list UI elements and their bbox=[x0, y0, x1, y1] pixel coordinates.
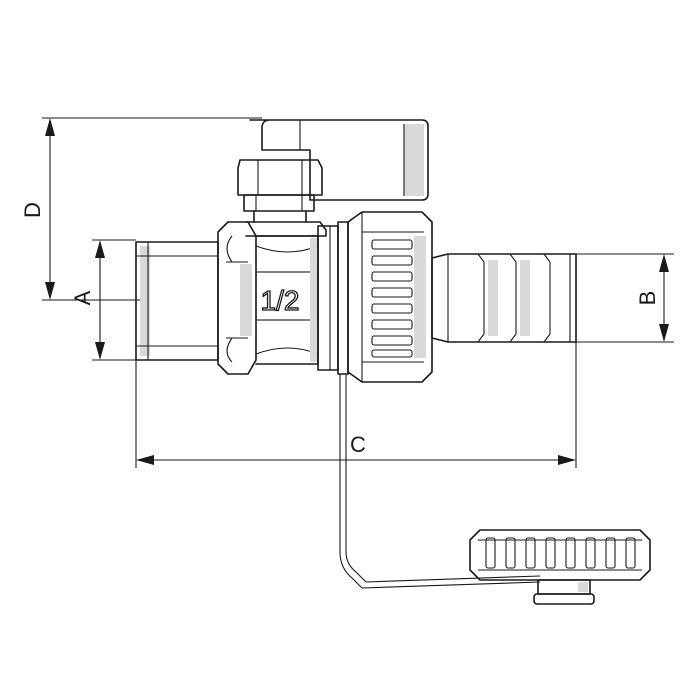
dimension-d-label: D bbox=[20, 202, 45, 218]
dimension-a-label: A bbox=[70, 290, 95, 305]
dimension-c bbox=[135, 342, 577, 468]
union-flange bbox=[317, 221, 349, 375]
valve-stem bbox=[245, 210, 327, 237]
retaining-wire bbox=[339, 374, 541, 589]
hex-nut bbox=[217, 221, 257, 375]
dimension-b-label: B bbox=[635, 291, 660, 306]
butterfly-handle bbox=[237, 119, 429, 212]
dimension-a bbox=[92, 239, 136, 361]
size-marking: 1/2 bbox=[261, 285, 300, 316]
cap-knurls bbox=[485, 537, 636, 569]
dimension-b bbox=[576, 253, 674, 343]
union-cap bbox=[469, 529, 651, 605]
knurled-union-nut bbox=[347, 211, 433, 383]
knurl-ridges bbox=[371, 239, 413, 358]
male-thread-end bbox=[135, 241, 219, 361]
dimension-d bbox=[42, 117, 262, 301]
hose-barb bbox=[431, 253, 577, 343]
dimension-c-label: C bbox=[350, 432, 366, 457]
